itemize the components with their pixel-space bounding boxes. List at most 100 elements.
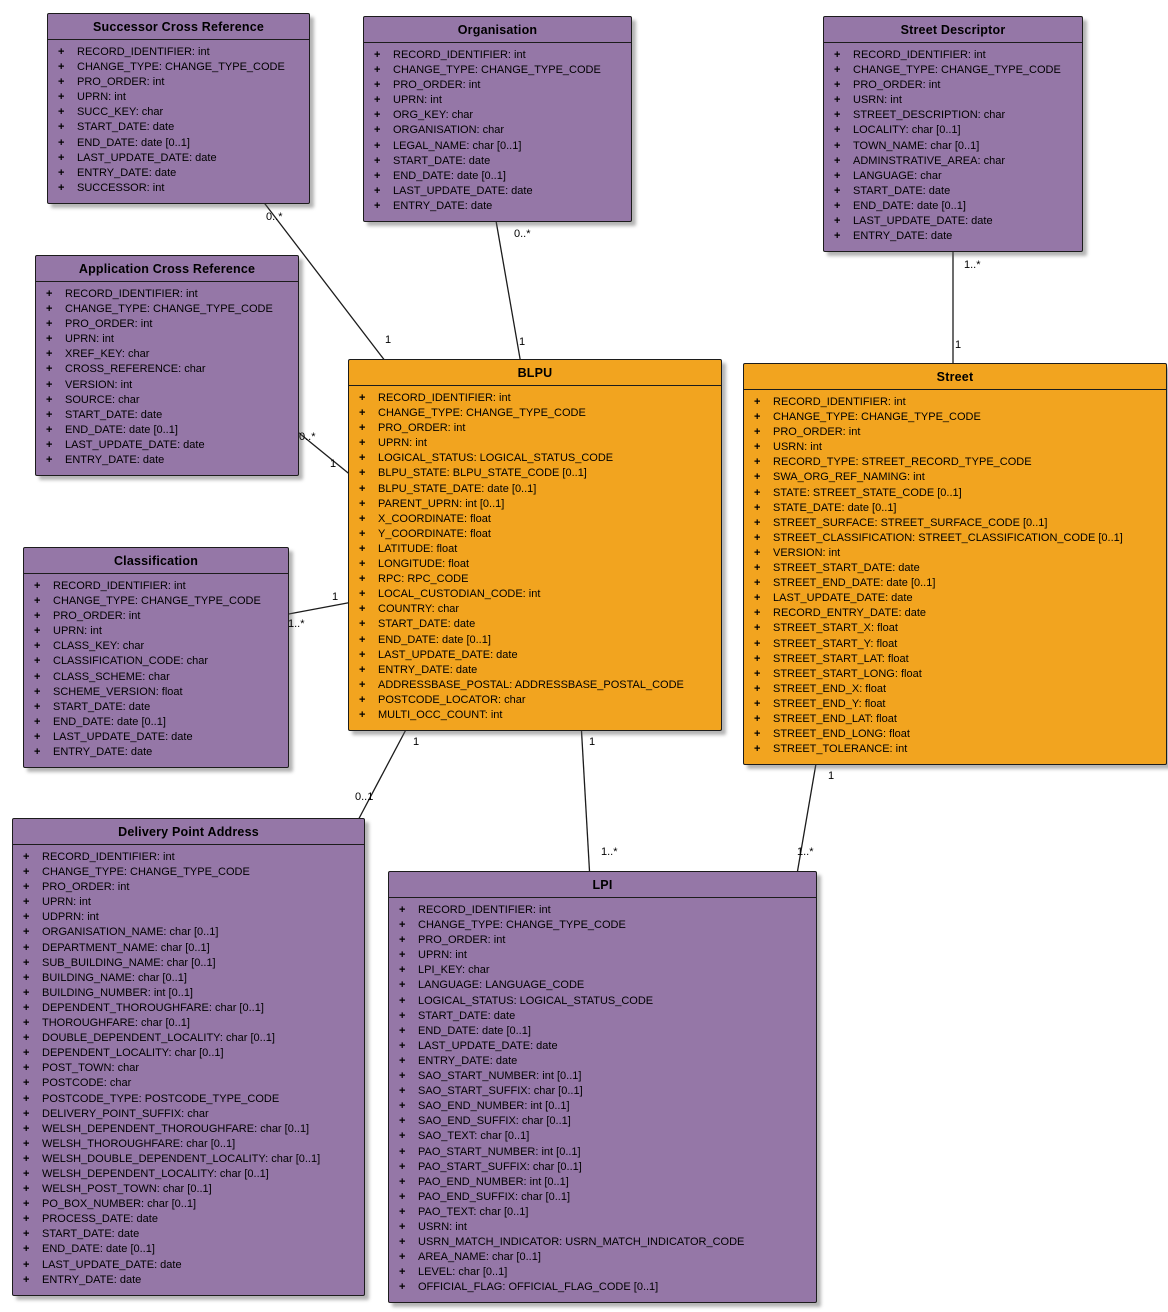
attribute-text: START_DATE: date [77, 121, 175, 134]
attribute-row: +CLASS_SCHEME: char [24, 670, 285, 685]
attribute-text: UDPRN: int [42, 911, 99, 924]
visibility-plus-icon: + [359, 452, 366, 465]
attribute-row: +STREET_DESCRIPTION: char [824, 108, 1079, 123]
multiplicity-label: 1 [330, 458, 337, 470]
visibility-plus-icon: + [23, 956, 30, 969]
visibility-plus-icon: + [754, 456, 761, 469]
attribute-text: BLPU_STATE_DATE: date [0..1] [378, 482, 537, 495]
visibility-plus-icon: + [46, 288, 53, 300]
attribute-row: +PO_BOX_NUMBER: char [0..1] [13, 1197, 361, 1212]
visibility-plus-icon: + [46, 333, 53, 346]
attribute-text: LANGUAGE: char [853, 169, 942, 182]
attribute-text: PRO_ORDER: int [53, 610, 141, 623]
attribute-text: USRN_MATCH_INDICATOR: USRN_MATCH_INDICAT… [418, 1236, 745, 1249]
attribute-text: DEPARTMENT_NAME: char [0..1] [42, 941, 210, 954]
attribute-text: PRO_ORDER: int [853, 79, 941, 92]
entity-attribute-list: +RECORD_IDENTIFIER: int+CHANGE_TYPE: CHA… [24, 574, 288, 767]
attribute-text: CHANGE_TYPE: CHANGE_TYPE_CODE [393, 64, 601, 77]
attribute-text: SAO_END_NUMBER: int [0..1] [418, 1100, 570, 1113]
visibility-plus-icon: + [359, 422, 366, 435]
attribute-text: RECORD_IDENTIFIER: int [773, 396, 906, 408]
attribute-text: UPRN: int [42, 896, 91, 909]
attribute-row: +LANGUAGE: char [824, 169, 1079, 184]
entity-street: Street +RECORD_IDENTIFIER: int+CHANGE_TY… [743, 363, 1167, 766]
attribute-row: +STREET_END_Y: float [744, 697, 1163, 712]
attribute-row: +CHANGE_TYPE: CHANGE_TYPE_CODE [13, 865, 361, 880]
attribute-text: CHANGE_TYPE: CHANGE_TYPE_CODE [53, 595, 261, 608]
visibility-plus-icon: + [46, 423, 53, 436]
attribute-text: CHANGE_TYPE: CHANGE_TYPE_CODE [853, 64, 1061, 77]
attribute-row: +USRN: int [389, 1220, 813, 1235]
visibility-plus-icon: + [834, 94, 841, 107]
attribute-text: USRN: int [773, 441, 822, 454]
visibility-plus-icon: + [58, 61, 65, 74]
attribute-row: +BLPU_STATE_DATE: date [0..1] [349, 482, 718, 497]
attribute-text: ENTRY_DATE: date [418, 1054, 518, 1067]
visibility-plus-icon: + [23, 881, 30, 894]
attribute-row: +LAST_UPDATE_DATE: date [349, 648, 718, 663]
visibility-plus-icon: + [399, 1160, 406, 1173]
visibility-plus-icon: + [23, 986, 30, 999]
attribute-text: UPRN: int [53, 625, 102, 638]
attribute-text: SUCC_KEY: char [77, 106, 164, 119]
attribute-row: +STREET_START_Y: float [744, 637, 1163, 652]
attribute-row: +LAST_UPDATE_DATE: date [824, 214, 1079, 229]
visibility-plus-icon: + [359, 573, 366, 586]
attribute-row: +PRO_ORDER: int [824, 78, 1079, 93]
attribute-text: WELSH_THOROUGHFARE: char [0..1] [42, 1137, 236, 1150]
attribute-text: END_DATE: date [0..1] [42, 1243, 155, 1256]
visibility-plus-icon: + [834, 154, 841, 167]
attribute-row: +MULTI_OCC_COUNT: int [349, 708, 718, 723]
visibility-plus-icon: + [34, 730, 41, 743]
visibility-plus-icon: + [374, 139, 381, 152]
attribute-row: +PRO_ORDER: int [364, 78, 628, 93]
attribute-text: LAST_UPDATE_DATE: date [418, 1039, 558, 1052]
attribute-text: ORGANISATION_NAME: char [0..1] [42, 926, 219, 939]
entity-title: Successor Cross Reference [48, 14, 309, 40]
attribute-row: +PRO_ORDER: int [24, 609, 285, 624]
attribute-row: +STREET_START_DATE: date [744, 561, 1163, 576]
attribute-row: +LOCAL_CUSTODIAN_CODE: int [349, 587, 718, 602]
attribute-row: +SAO_START_NUMBER: int [0..1] [389, 1069, 813, 1084]
visibility-plus-icon: + [399, 979, 406, 992]
attribute-row: +THOROUGHFARE: char [0..1] [13, 1016, 361, 1031]
attribute-text: SUB_BUILDING_NAME: char [0..1] [42, 956, 216, 969]
multiplicity-label: 1 [828, 770, 835, 782]
attribute-row: +XREF_KEY: char [36, 347, 295, 362]
attribute-row: +STATE: STREET_STATE_CODE [0..1] [744, 486, 1163, 501]
attribute-row: +RECORD_IDENTIFIER: int [48, 45, 306, 60]
attribute-text: STREET_START_DATE: date [773, 562, 920, 575]
visibility-plus-icon: + [399, 1190, 406, 1203]
attribute-row: +LONGITUDE: float [349, 557, 718, 572]
attribute-row: +CHANGE_TYPE: CHANGE_TYPE_CODE [24, 594, 285, 609]
visibility-plus-icon: + [754, 637, 761, 650]
attribute-text: LAST_UPDATE_DATE: date [773, 592, 913, 605]
attribute-text: LOGICAL_STATUS: LOGICAL_STATUS_CODE [418, 994, 654, 1007]
visibility-plus-icon: + [754, 652, 761, 665]
entity-delivery-point-address: Delivery Point Address +RECORD_IDENTIFIE… [12, 818, 365, 1296]
attribute-text: END_DATE: date [0..1] [53, 715, 166, 728]
attribute-text: ORG_KEY: char [393, 109, 474, 122]
visibility-plus-icon: + [34, 655, 41, 668]
visibility-plus-icon: + [359, 663, 366, 676]
attribute-row: +LAST_UPDATE_DATE: date [389, 1039, 813, 1054]
visibility-plus-icon: + [374, 94, 381, 107]
attribute-text: ENTRY_DATE: date [42, 1273, 142, 1286]
visibility-plus-icon: + [399, 1220, 406, 1233]
attribute-row: +ENTRY_DATE: date [389, 1054, 813, 1069]
attribute-text: MULTI_OCC_COUNT: int [378, 708, 503, 721]
visibility-plus-icon: + [374, 199, 381, 212]
attribute-row: +COUNTRY: char [349, 602, 718, 617]
visibility-plus-icon: + [359, 633, 366, 646]
attribute-row: + END_DATE: date [0..1] [349, 633, 718, 648]
connection-line-application-xref-blpu [287, 423, 359, 482]
attribute-row: +CROSS_REFERENCE: char [36, 362, 295, 377]
attribute-text: UPRN: int [418, 949, 467, 962]
visibility-plus-icon: + [23, 971, 30, 984]
visibility-plus-icon: + [23, 1152, 30, 1165]
visibility-plus-icon: + [399, 1175, 406, 1188]
attribute-row: +RECORD_ENTRY_DATE: date [744, 606, 1163, 621]
attribute-text: END_DATE: date [0..1] [378, 633, 491, 646]
attribute-row: +RECORD_IDENTIFIER: int [364, 48, 628, 63]
